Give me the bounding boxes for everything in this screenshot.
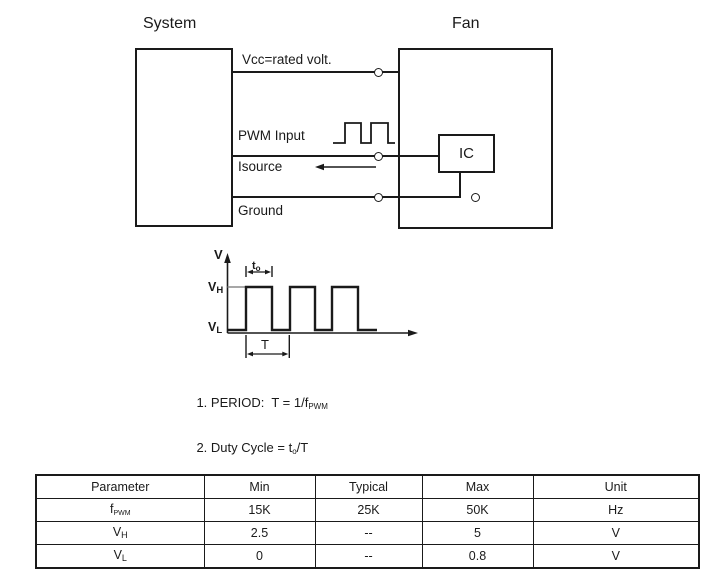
table-row-vl: VL 0 -- 0.8 V [35, 544, 700, 569]
pwm-wire [233, 155, 438, 157]
col-header-typical: Typical [314, 474, 423, 499]
parameter-table: Parameter Min Typical Max Unit fPWM 15K … [35, 474, 700, 569]
system-title: System [143, 15, 197, 32]
ic-ground-wire [459, 172, 461, 198]
square-wave [227, 285, 377, 332]
table-row-vh: VH 2.5 -- 5 V [35, 521, 700, 545]
ic-label: IC [459, 145, 474, 162]
ground-wire [233, 196, 460, 198]
pwm-node-icon [374, 152, 383, 161]
vcc-node-icon [374, 68, 383, 77]
ic-box: IC [438, 134, 495, 173]
x-axis-arrow-icon [408, 329, 418, 337]
vcc-wire [233, 71, 398, 73]
vh-label: VH [208, 280, 224, 296]
t0-arrow-left-icon [247, 269, 253, 275]
max-cell: 5 [421, 521, 534, 545]
col-header-unit: Unit [532, 474, 700, 499]
isource-label: Isource [238, 159, 283, 174]
t-arrow-left-icon [247, 351, 253, 357]
param-name-cell: fPWM [35, 498, 205, 522]
ground-node-icon [374, 193, 383, 202]
param-name-cell: VH [35, 521, 205, 545]
pwm-pulse-icon [333, 122, 395, 144]
table-header-row: Parameter Min Typical Max Unit [35, 474, 700, 499]
max-cell: 50K [421, 498, 534, 522]
vl-label: VL [208, 320, 223, 336]
unit-cell: Hz [532, 498, 700, 522]
col-header-parameter: Parameter [35, 474, 205, 499]
param-name-cell: VL [35, 544, 205, 569]
t-arrow-right-icon [282, 351, 289, 357]
min-cell: 2.5 [203, 521, 316, 545]
v-axis-label: V [214, 247, 223, 262]
min-cell: 0 [203, 544, 316, 569]
max-cell: 0.8 [421, 544, 534, 569]
note-period: 1. PERIOD: T = 1/fPWM [196, 395, 328, 412]
typical-cell: -- [314, 521, 423, 545]
t0-arrow-right-icon [265, 269, 271, 275]
unit-cell: V [532, 544, 700, 569]
period-label: T [261, 337, 269, 352]
fan-title: Fan [452, 15, 480, 32]
ground-label: Ground [238, 203, 284, 218]
vcc-label: Vcc=rated volt. [242, 52, 332, 67]
unit-cell: V [532, 521, 700, 545]
col-header-min: Min [203, 474, 316, 499]
note-duty-cycle: 2. Duty Cycle = to/T [196, 440, 309, 457]
y-axis-arrow-icon [224, 253, 231, 263]
table-row-fpwm: fPWM 15K 25K 50K Hz [35, 498, 700, 522]
pwm-input-label: PWM Input [238, 128, 305, 143]
system-box [135, 48, 233, 227]
min-cell: 15K [203, 498, 316, 522]
col-header-max: Max [421, 474, 534, 499]
typical-cell: 25K [314, 498, 423, 522]
isource-arrow-icon [315, 163, 376, 171]
ic-ground-node-icon [471, 193, 480, 202]
t0-label: to [252, 260, 261, 273]
typical-cell: -- [314, 544, 423, 569]
pwm-waveform [224, 253, 418, 358]
